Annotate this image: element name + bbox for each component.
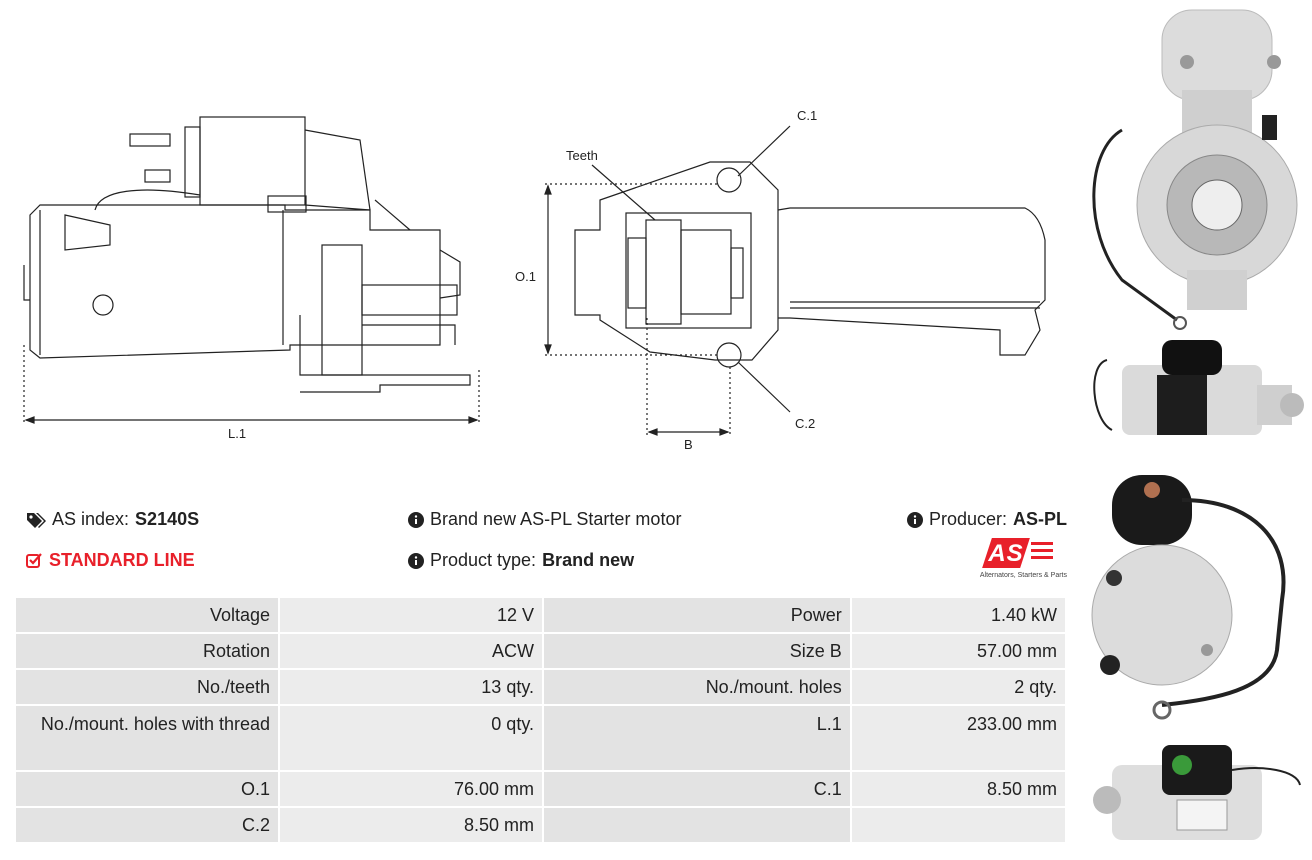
spec-key: O.1 bbox=[16, 772, 278, 806]
spec-value: ACW bbox=[280, 634, 542, 668]
as-pl-logo: AS Alternators, Starters & Parts bbox=[965, 538, 1067, 584]
teeth-label: Teeth bbox=[566, 148, 598, 163]
producer-value: AS-PL bbox=[1013, 509, 1067, 529]
as-index: AS index: S2140S bbox=[26, 509, 199, 530]
product-photos bbox=[1091, 9, 1304, 840]
spec-value: 233.00 mm bbox=[851, 706, 1065, 770]
info-icon bbox=[906, 511, 923, 528]
logo-tagline: Alternators, Starters & Parts bbox=[979, 572, 1067, 579]
l1-dimension bbox=[23, 345, 480, 422]
info-icon bbox=[408, 552, 424, 569]
spec-value bbox=[851, 808, 1065, 842]
photo-side-view-2 bbox=[1093, 745, 1301, 840]
spec-value: 76.00 mm bbox=[280, 772, 542, 806]
spec-value: 8.50 mm bbox=[280, 808, 542, 842]
as-index-label: AS index: bbox=[52, 509, 130, 529]
spec-value: 8.50 mm bbox=[851, 772, 1065, 806]
producer: Producer: AS-PL bbox=[906, 509, 1067, 530]
product-type-value: Brand new bbox=[542, 550, 635, 570]
spec-key: Size B bbox=[544, 634, 850, 668]
b-label: B bbox=[684, 437, 693, 452]
technical-drawings: L.1 Teeth C.1 C.2 O.1 B bbox=[23, 108, 1046, 452]
l1-label: L.1 bbox=[228, 426, 246, 441]
spec-value: 2 qty. bbox=[851, 670, 1065, 704]
spec-key: Voltage bbox=[16, 598, 278, 632]
o1-label: O.1 bbox=[515, 269, 536, 284]
spec-key: C.1 bbox=[544, 772, 850, 806]
spec-key: C.2 bbox=[16, 808, 278, 842]
spec-value: 0 qty. bbox=[280, 706, 542, 770]
product-type-label: Product type: bbox=[430, 550, 537, 570]
spec-value: 57.00 mm bbox=[851, 634, 1065, 668]
standard-line: STANDARD LINE bbox=[26, 550, 195, 571]
spec-key bbox=[544, 808, 850, 842]
spec-key: L.1 bbox=[544, 706, 850, 770]
c2-label: C.2 bbox=[795, 416, 815, 431]
checkbox-icon bbox=[26, 553, 42, 568]
c1-label: C.1 bbox=[797, 108, 817, 123]
spec-key: Power bbox=[544, 598, 850, 632]
photo-side-view bbox=[1093, 340, 1304, 435]
product-type: Product type: Brand new bbox=[408, 550, 634, 571]
standard-line-text: STANDARD LINE bbox=[49, 550, 195, 570]
description: Brand new AS-PL Starter motor bbox=[408, 509, 681, 530]
spec-value: 12 V bbox=[280, 598, 542, 632]
logo-text: AS bbox=[988, 540, 1024, 567]
spec-key: Rotation bbox=[16, 634, 278, 668]
spec-key: No./mount. holes bbox=[544, 670, 850, 704]
photo-front-view bbox=[1092, 9, 1298, 330]
front-view-drawing bbox=[574, 161, 1046, 368]
spec-value: 13 qty. bbox=[280, 670, 542, 704]
spec-key: No./teeth bbox=[16, 670, 278, 704]
side-view-drawing bbox=[23, 116, 471, 393]
spec-key: No./mount. holes with thread bbox=[16, 706, 278, 770]
tags-icon bbox=[27, 512, 46, 528]
producer-label: Producer: bbox=[928, 509, 1007, 529]
spec-value: 1.40 kW bbox=[851, 598, 1065, 632]
info-icon bbox=[408, 511, 424, 528]
description-text: Brand new AS-PL Starter motor bbox=[430, 509, 682, 529]
as-index-value: S2140S bbox=[135, 509, 200, 529]
photo-rear-view bbox=[1091, 475, 1286, 720]
